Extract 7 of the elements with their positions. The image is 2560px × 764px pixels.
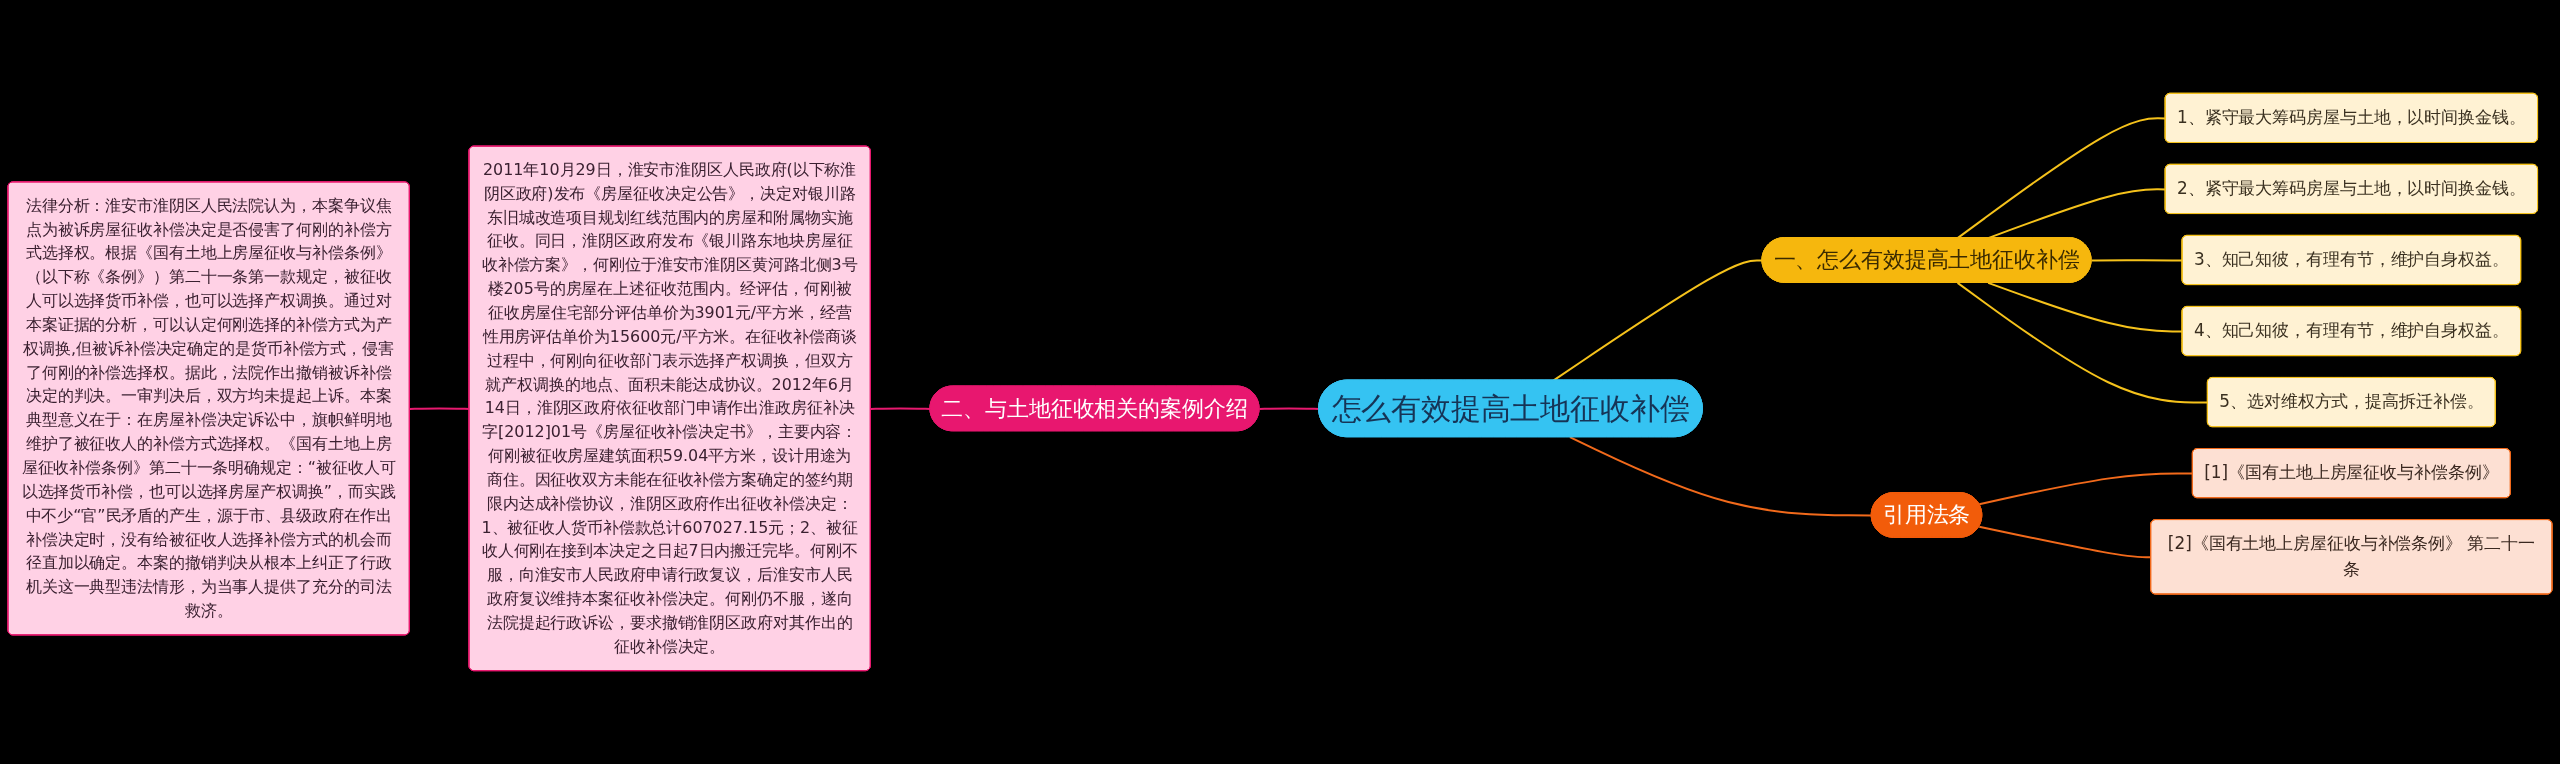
connector	[1568, 436, 1873, 517]
connector	[869, 407, 932, 410]
connector	[1978, 472, 2194, 506]
connector	[1552, 259, 1764, 382]
connector	[1987, 281, 2184, 333]
connector	[1956, 281, 2209, 404]
connector	[2090, 259, 2184, 262]
